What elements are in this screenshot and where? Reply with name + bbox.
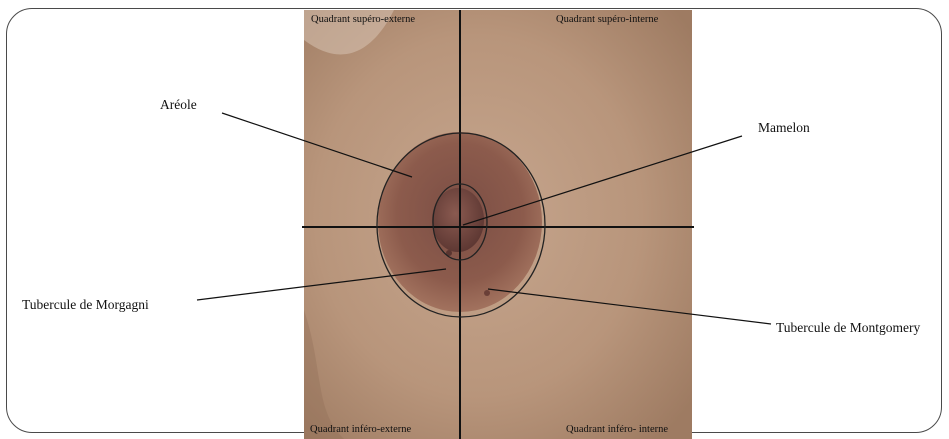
tubercule-morgagni-label: Tubercule de Morgagni — [22, 297, 149, 313]
nipple-shape — [432, 188, 484, 252]
photo-illustration — [304, 10, 692, 439]
quadrant-inferior-internal-label: Quadrant inféro- interne — [566, 424, 668, 435]
mamelon-label: Mamelon — [758, 120, 810, 136]
quadrant-superior-internal-label: Quadrant supéro-interne — [556, 14, 658, 25]
breast-photo — [304, 10, 692, 439]
tubercule-montgomery-label: Tubercule de Montgomery — [776, 320, 920, 336]
areole-label: Aréole — [160, 97, 197, 113]
quadrant-superior-external-label: Quadrant supéro-externe — [311, 14, 415, 25]
quadrant-inferior-external-label: Quadrant inféro-externe — [310, 424, 411, 435]
montgomery-tubercle-dot — [484, 290, 490, 296]
morgagni-tubercle-dot — [446, 250, 452, 256]
